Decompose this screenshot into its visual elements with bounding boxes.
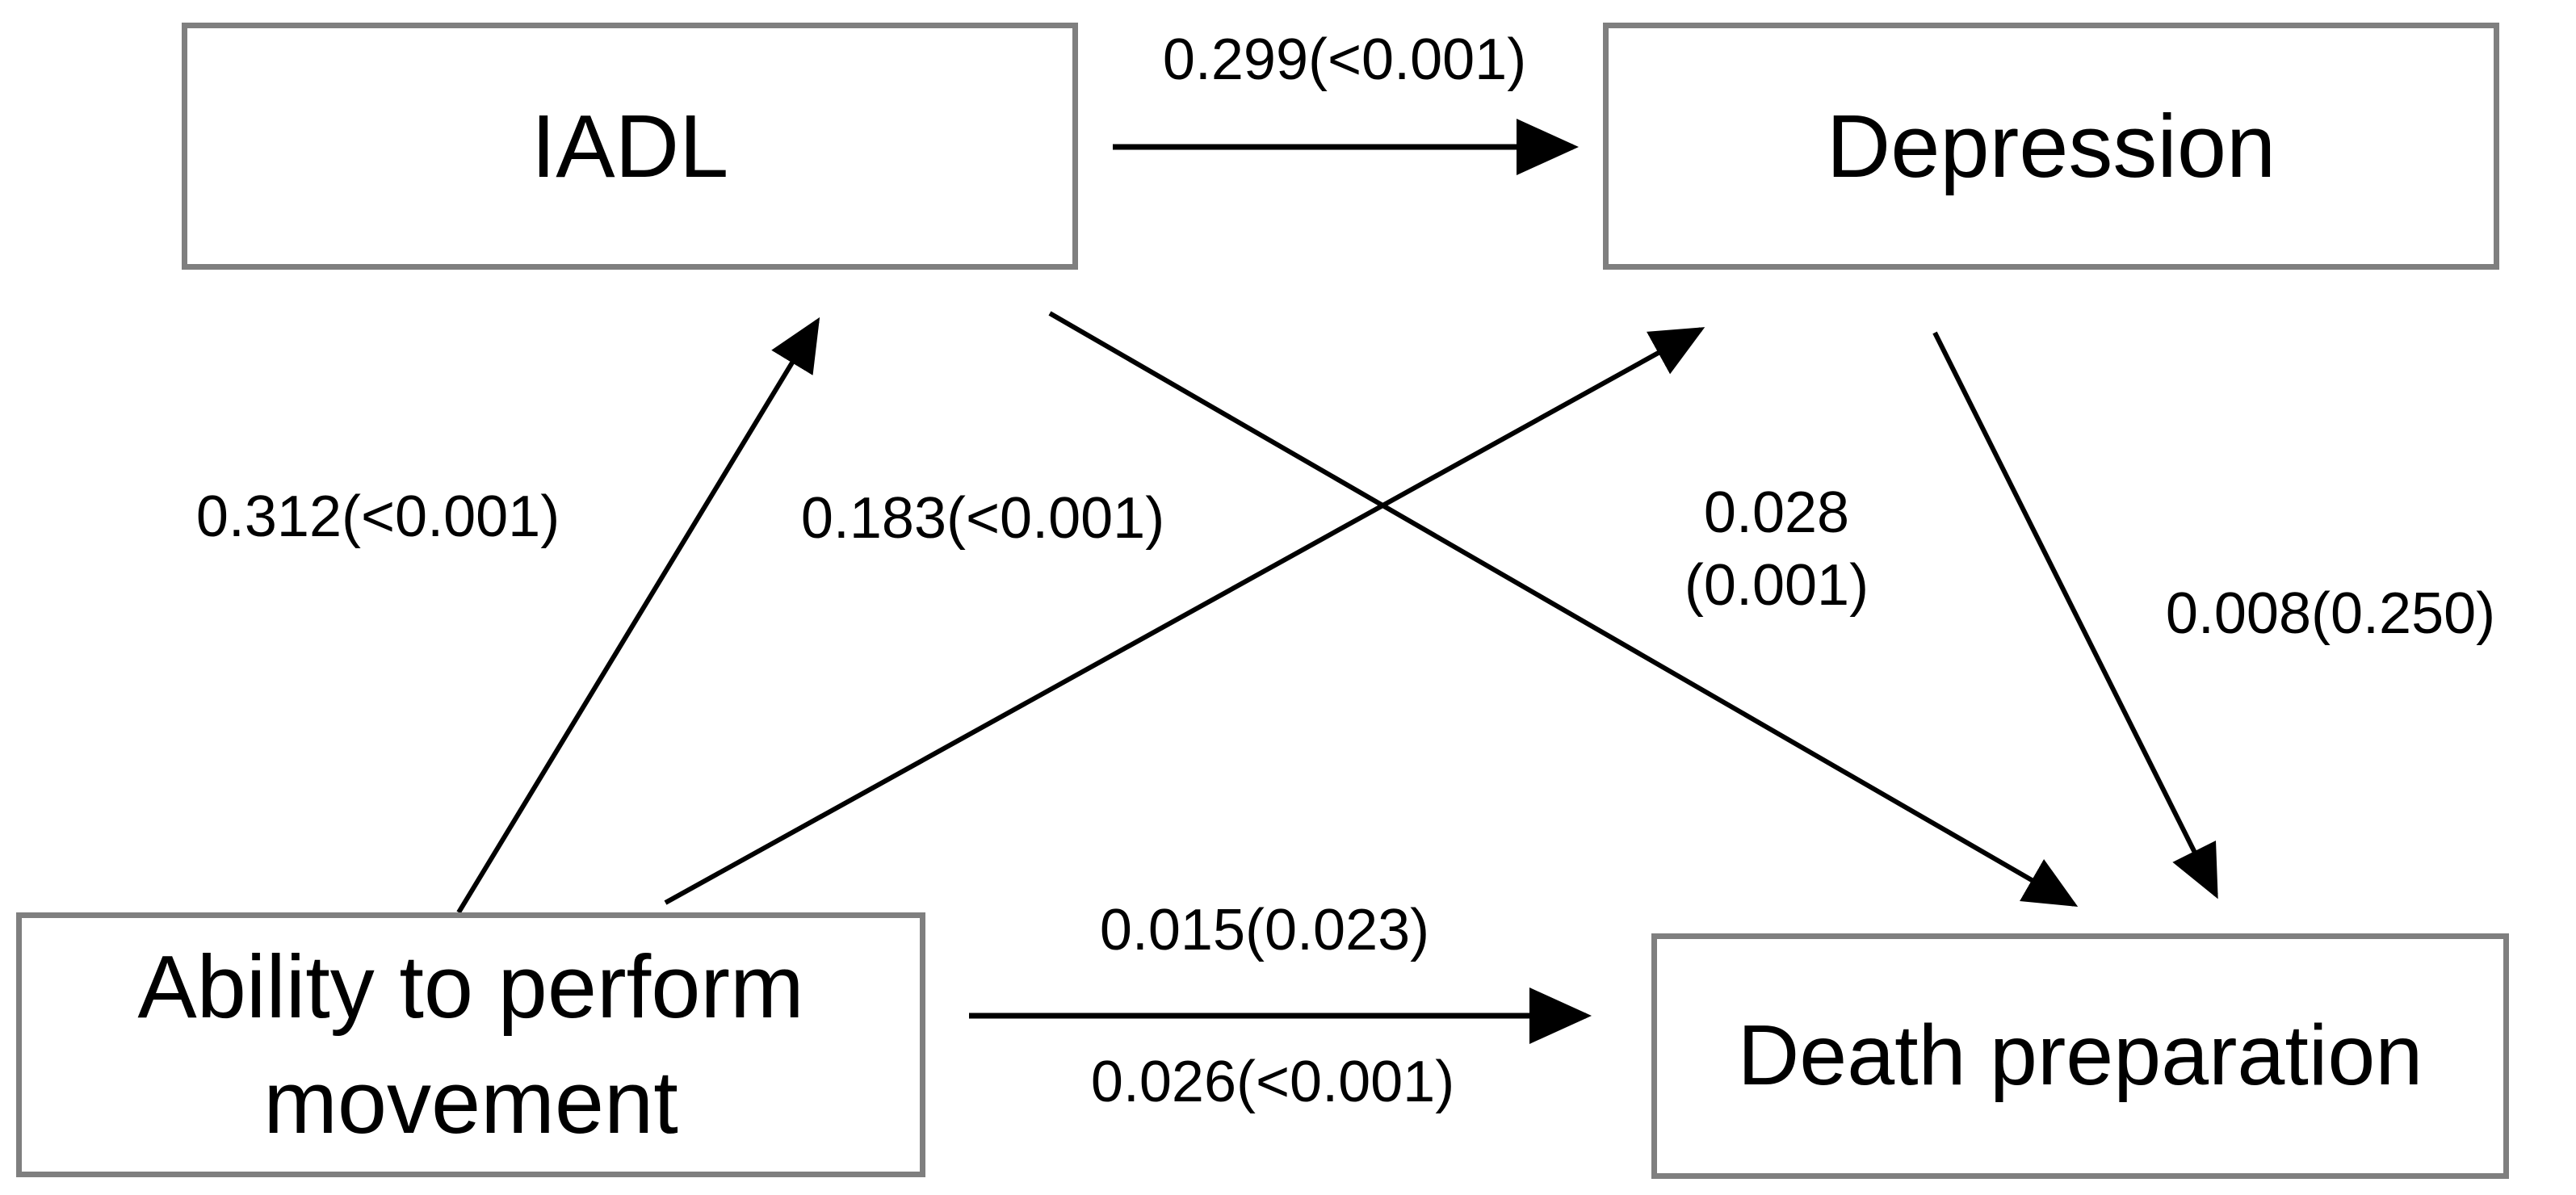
arrow-depression-to-death	[1932, 331, 2218, 899]
arrow-ability-to-depression	[664, 327, 1705, 905]
node-death-preparation: Death preparation	[1651, 933, 2509, 1179]
edge-label-ability-to-death-total: 0.026(<0.001)	[1090, 1050, 1455, 1114]
edge-label-ability-to-iadl: 0.312(<0.001)	[195, 484, 560, 549]
edge-label-ability-to-depression: 0.183(<0.001)	[800, 486, 1165, 551]
node-depression: Depression	[1603, 23, 2499, 270]
node-ability-label: Ability to perform movement	[137, 937, 804, 1152]
node-depression-label: Depression	[1826, 96, 2276, 196]
edge-label-iadl-to-death-value: 0.028	[1703, 480, 1850, 545]
node-iadl-label: IADL	[531, 96, 729, 196]
node-death-label: Death preparation	[1737, 1008, 2423, 1104]
edge-label-iadl-to-death: 0.028 (0.001)	[1684, 476, 1869, 622]
node-iadl: IADL	[182, 23, 1078, 270]
edge-label-iadl-to-depression: 0.299(<0.001)	[1162, 27, 1527, 92]
arrow-iadl-to-death	[1048, 311, 2079, 907]
node-ability-to-perform-movement: Ability to perform movement	[16, 912, 925, 1177]
edge-label-ability-to-death-direct: 0.015(0.023)	[1099, 898, 1430, 962]
edge-label-depression-to-death: 0.008(0.250)	[2165, 581, 2496, 646]
edge-label-iadl-to-death-pvalue: (0.001)	[1684, 553, 1869, 618]
arrow-ability-to-iadl	[456, 317, 820, 914]
